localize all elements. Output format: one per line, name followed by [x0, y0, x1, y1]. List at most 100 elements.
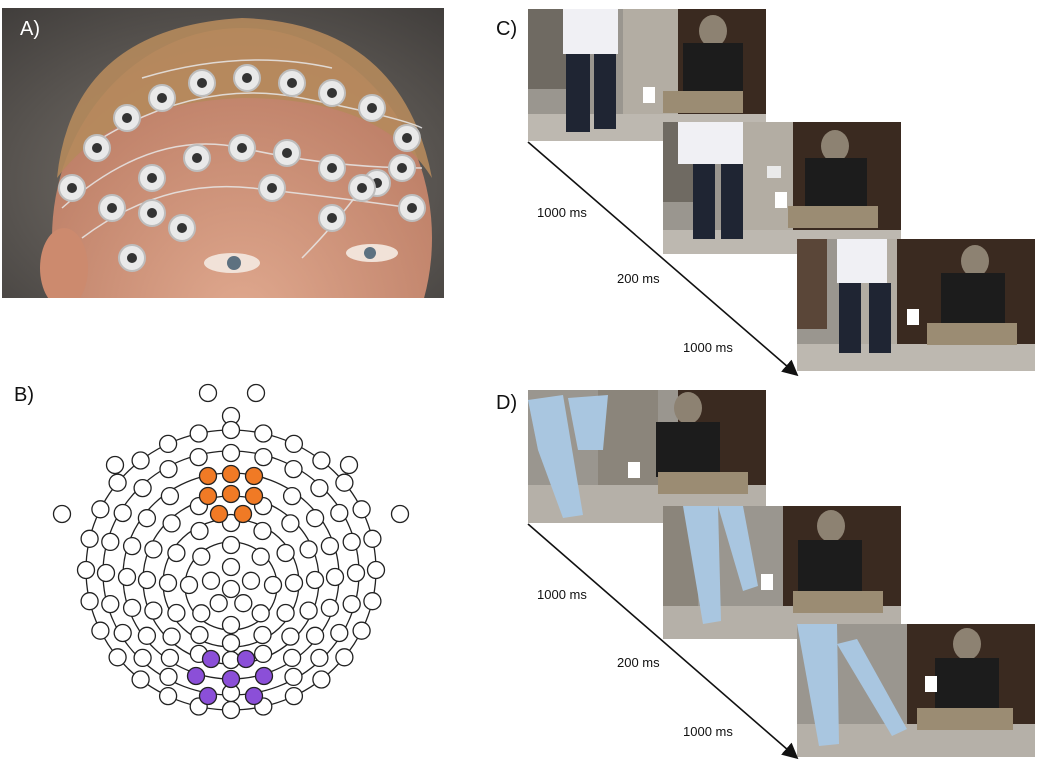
eeg-electrode-center — [122, 113, 132, 123]
montage-electrode — [284, 459, 303, 479]
montage-electrode — [221, 420, 241, 440]
montage-electrode — [221, 633, 241, 653]
montage-electrode — [179, 575, 199, 595]
montage-electrode — [221, 683, 241, 703]
montage-electrode — [234, 594, 253, 613]
montage-electrode — [390, 504, 410, 524]
montage-electrode — [325, 567, 345, 587]
montage-electrode — [158, 573, 178, 593]
montage-electrode — [131, 451, 150, 470]
montage-electrode — [158, 434, 178, 454]
sequence-c-frame-3 — [797, 239, 1035, 371]
sequence-c-duration-1: 1000 ms — [537, 205, 587, 220]
eeg-electrode-center — [407, 203, 417, 213]
eeg-electrode-center — [327, 163, 337, 173]
frontal-electrode — [221, 484, 241, 504]
montage-electrode — [192, 604, 211, 623]
montage-electrode — [144, 601, 163, 620]
montage-electrode — [221, 443, 241, 463]
montage-electrode — [167, 543, 186, 563]
montage-electrode — [253, 521, 272, 541]
montage-electrode — [137, 509, 157, 528]
montage-electrode — [221, 557, 241, 577]
montage-electrode — [190, 625, 209, 645]
montage-electrode — [122, 598, 142, 618]
sequence-c-frame-1 — [528, 9, 766, 141]
eeg-electrode-center — [357, 183, 367, 193]
panel-label-b: B) — [14, 384, 34, 406]
frontal-electrode — [198, 466, 218, 486]
montage-electrode — [144, 540, 163, 559]
montage-electrode — [189, 697, 208, 716]
montage-electrode — [342, 594, 361, 614]
sequence-c-duration-3: 1000 ms — [683, 340, 733, 355]
montage-electrode — [363, 529, 382, 548]
montage-electrode — [76, 560, 96, 580]
montage-electrode — [310, 478, 329, 498]
montage-electrode — [117, 567, 137, 587]
montage-electrode — [335, 648, 354, 667]
montage-electrode — [192, 547, 211, 566]
montage-electrode — [189, 496, 209, 516]
eeg-electrode-center — [92, 143, 102, 153]
montage-electrode — [131, 670, 150, 689]
montage-electrode — [320, 536, 340, 556]
montage-electrode — [108, 648, 127, 667]
montage-electrodes — [52, 383, 410, 720]
montage-electrode — [246, 383, 266, 403]
montage-electrode — [137, 570, 157, 590]
frontal-electrode — [198, 486, 218, 506]
posterior-electrode — [221, 669, 241, 689]
eeg-electrode-center — [367, 103, 377, 113]
montage-electrode — [80, 592, 99, 611]
montage-electrode — [101, 532, 120, 552]
montage-electrode — [282, 486, 302, 506]
sequence-d-frame-2 — [663, 506, 901, 639]
montage-rings — [85, 429, 377, 711]
montage-electrode — [284, 686, 304, 706]
montage-electrode — [133, 648, 152, 668]
montage-electrode — [221, 615, 241, 635]
montage-electrode — [281, 627, 300, 646]
posterior-electrode — [198, 686, 218, 706]
montage-electrode — [190, 521, 209, 541]
montage-electrode — [189, 424, 208, 443]
panel-label-d: D) — [496, 392, 518, 414]
montage-electrode — [113, 503, 132, 523]
eeg-electrode-center — [127, 253, 137, 263]
posterior-electrode — [236, 649, 256, 669]
montage-electrode — [284, 667, 303, 687]
frontal-electrode — [233, 504, 253, 524]
montage-electrode — [158, 686, 178, 706]
frontal-electrode — [244, 466, 264, 486]
montage-electrode — [363, 592, 382, 611]
sequence-d-frame-1 — [528, 390, 766, 523]
montage-electrode — [352, 500, 371, 519]
montage-electrode — [330, 503, 349, 523]
montage-electrode — [305, 509, 325, 528]
montage-electrode — [162, 514, 181, 533]
montage-electrode — [254, 697, 273, 716]
montage-electrode — [254, 424, 273, 443]
montage-electrode — [254, 447, 273, 467]
montage-electrode — [346, 563, 366, 583]
montage-electrode — [263, 575, 283, 595]
montage-electrode — [284, 434, 304, 454]
montage-electrode — [352, 621, 371, 640]
montage-electrode — [253, 625, 272, 645]
montage-electrode — [284, 573, 304, 593]
montage-electrode — [299, 540, 318, 559]
eeg-electrode-center — [237, 143, 247, 153]
montage-electrode — [335, 473, 354, 492]
montage-electrode — [105, 455, 125, 475]
montage-electrode — [312, 451, 331, 470]
eeg-electrode-center — [402, 133, 412, 143]
sequence-c-duration-2: 200 ms — [617, 271, 660, 286]
eeg-electrodes — [58, 64, 426, 272]
montage-electrode — [221, 579, 241, 599]
frontal-electrode — [209, 504, 229, 524]
panel-label-a: A) — [20, 18, 40, 40]
posterior-electrode — [201, 649, 221, 669]
montage-electrode — [221, 513, 241, 533]
posterior-electrode — [254, 666, 274, 686]
